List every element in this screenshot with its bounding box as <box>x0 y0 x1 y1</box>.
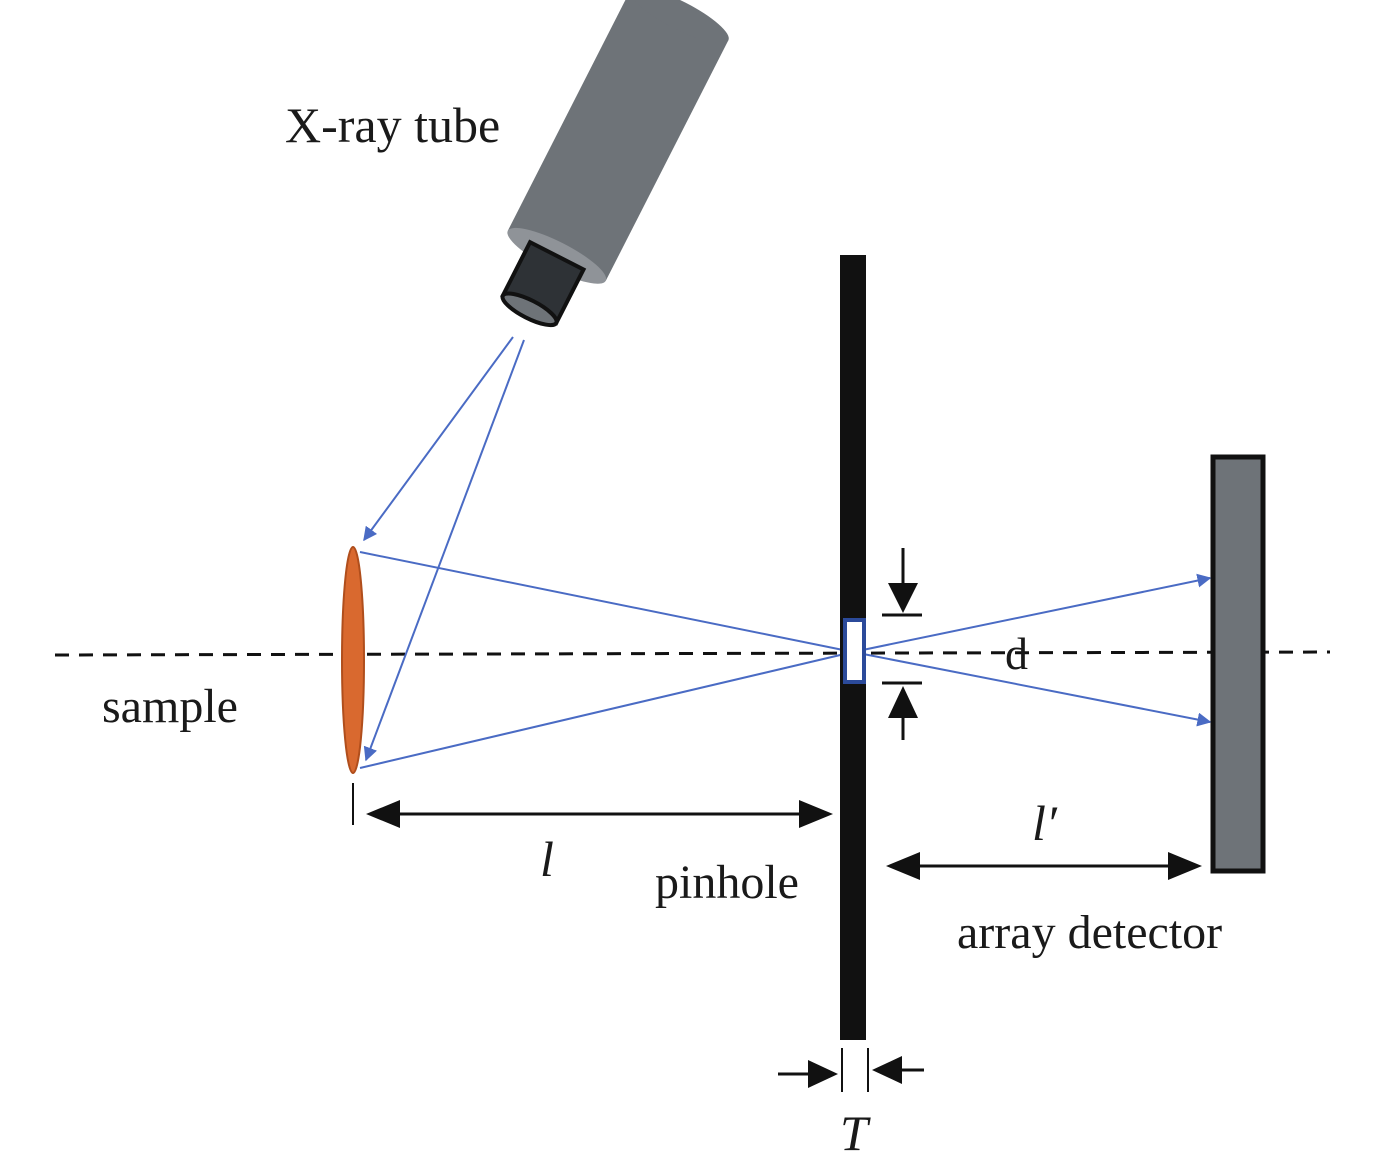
sample-label: sample <box>102 680 238 733</box>
t-label: T <box>840 1105 871 1161</box>
xray-tube-label: X-ray tube <box>285 97 500 153</box>
xray-tube <box>500 0 729 328</box>
t-dimension-marker <box>778 1048 924 1092</box>
pinhole-aperture <box>843 618 866 684</box>
array-detector <box>1210 454 1266 874</box>
incident-ray-top <box>363 336 514 542</box>
l-prime-dimension-marker <box>886 852 1202 880</box>
incident-ray-bottom <box>363 339 525 762</box>
ray-top-to-pinhole <box>359 551 854 653</box>
d-label: d <box>1005 628 1028 679</box>
l-dimension-marker <box>352 783 833 828</box>
ray-out-lower <box>852 651 1212 727</box>
l-label: l <box>540 831 554 887</box>
pinhole-label: pinhole <box>655 856 799 909</box>
ray-out-upper <box>852 573 1212 653</box>
d-dimension-marker <box>882 548 922 740</box>
optical-axis <box>54 650 1331 657</box>
array-detector-label: array detector <box>957 906 1222 959</box>
ray-bottom-to-pinhole <box>359 651 854 769</box>
l-prime-label: l′ <box>1032 795 1058 851</box>
sample-shape <box>341 546 365 774</box>
